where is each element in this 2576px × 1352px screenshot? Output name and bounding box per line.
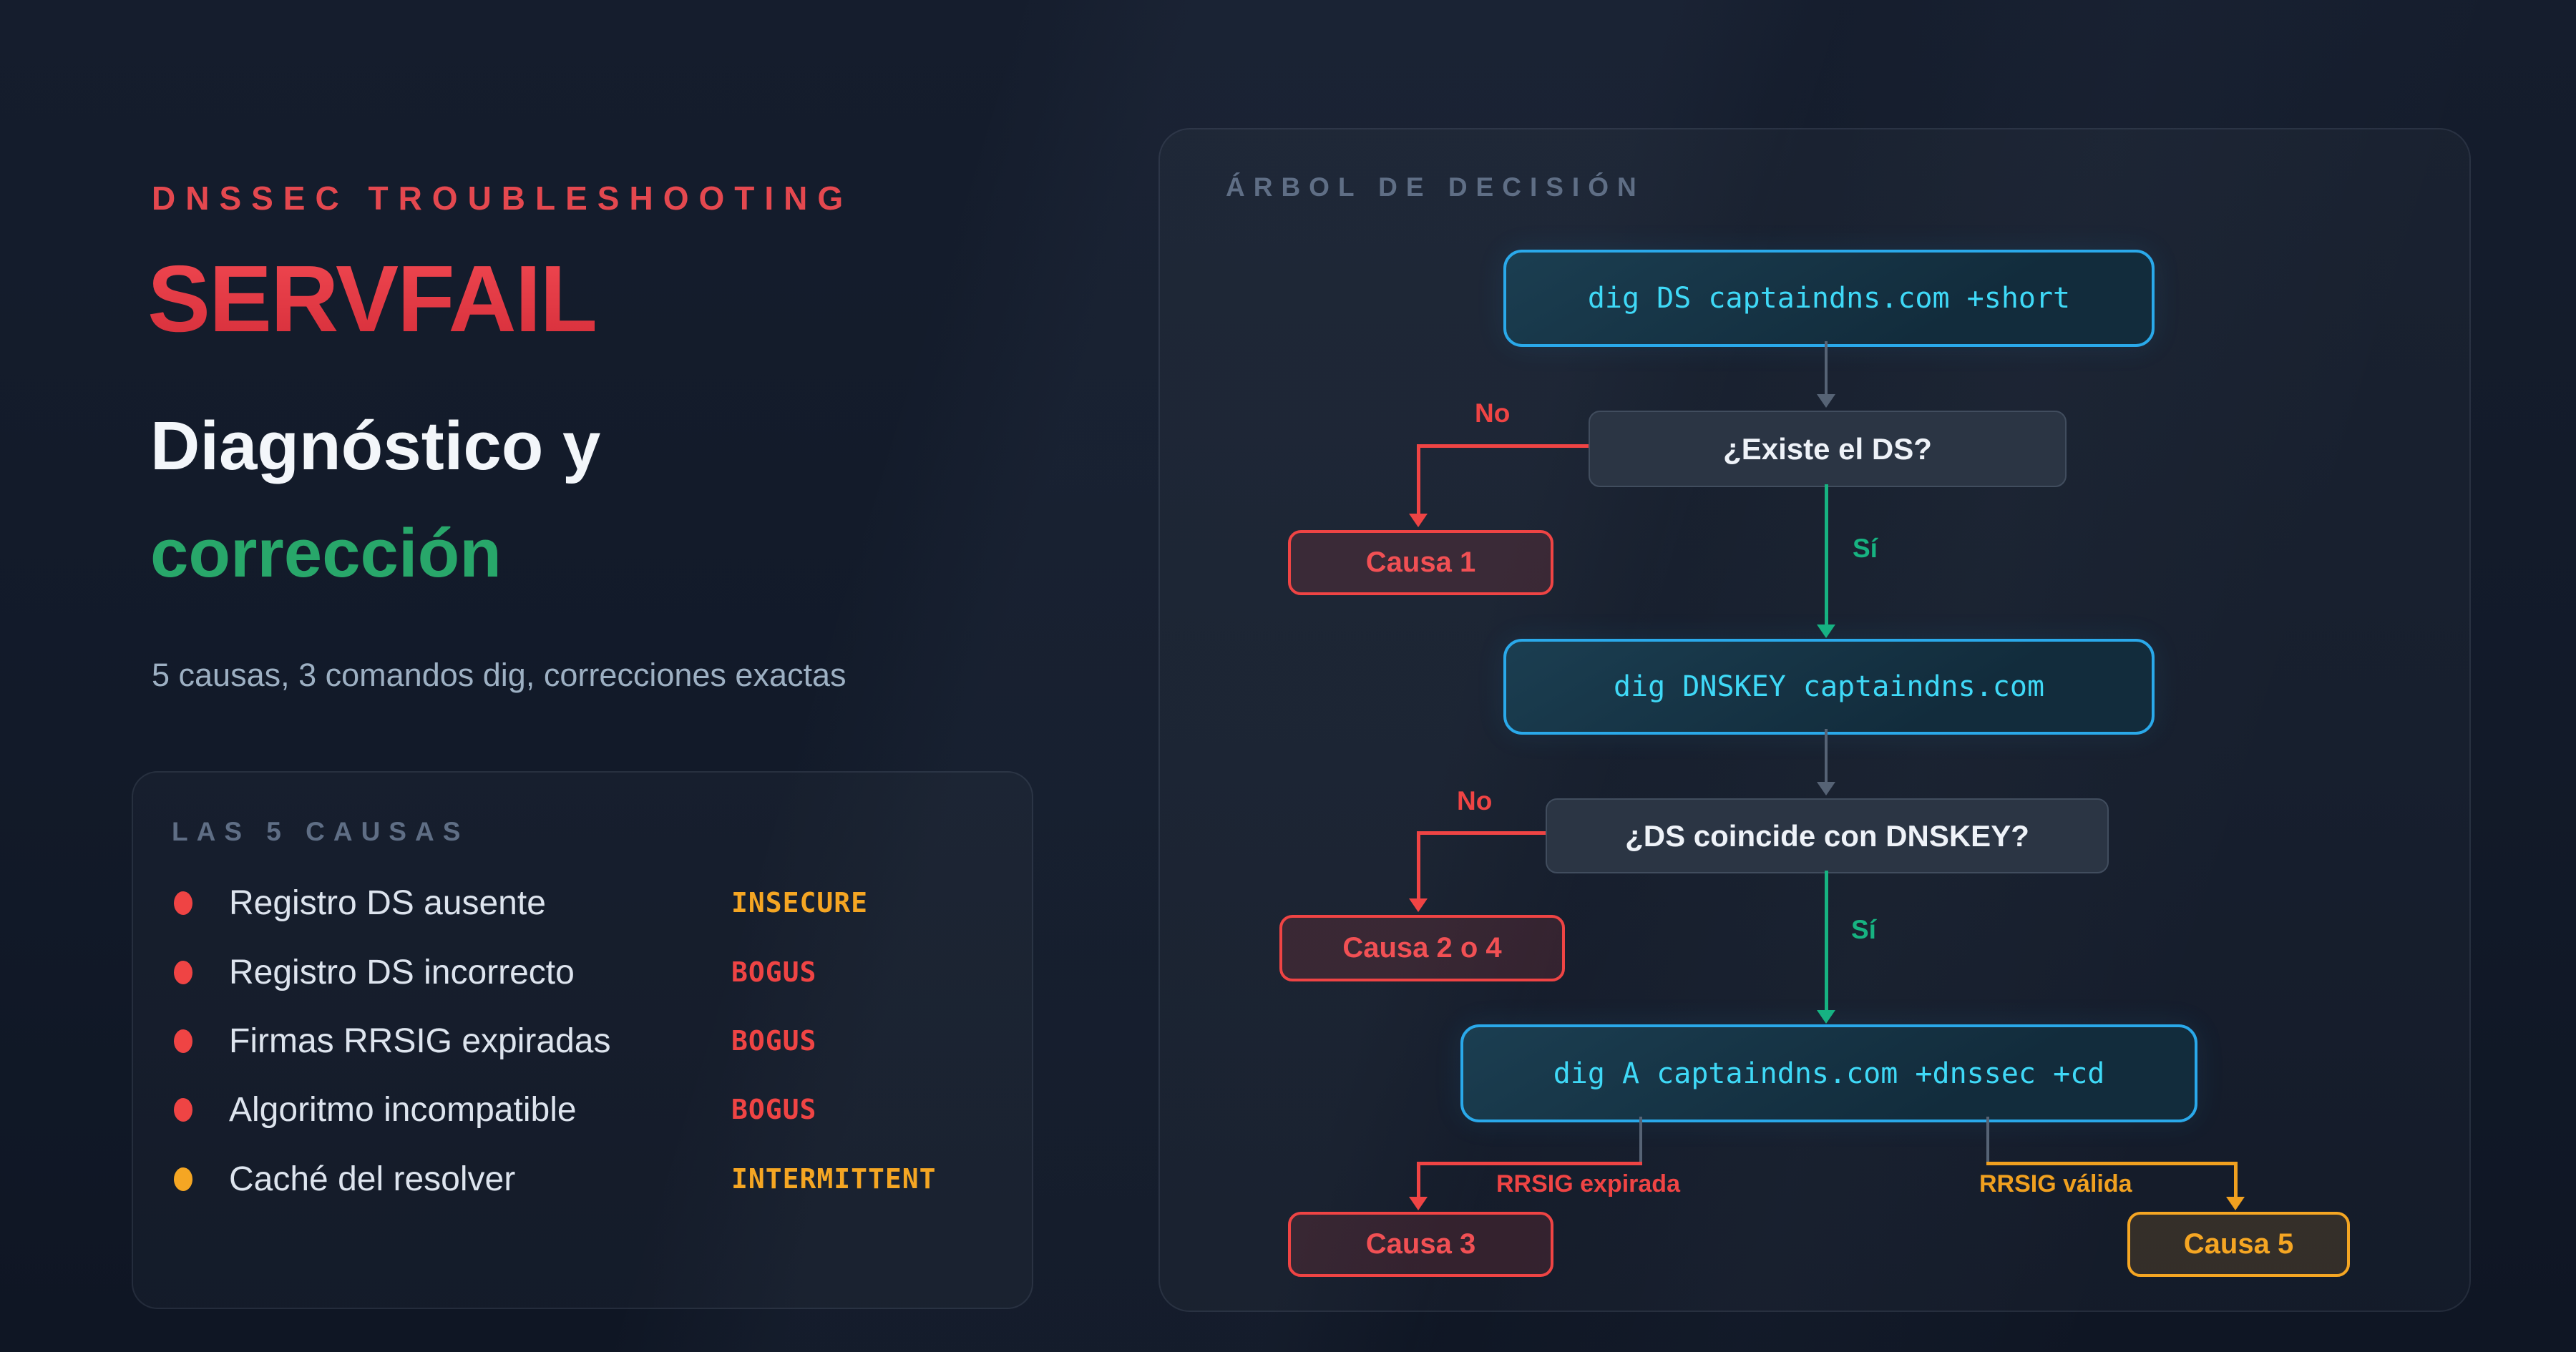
subtitle-line-2: corrección bbox=[150, 515, 502, 592]
branch-label-no: No bbox=[1457, 786, 1493, 815]
connector-line bbox=[1417, 1162, 1642, 1165]
connector-line bbox=[1825, 341, 1828, 394]
branch-label-rrsig-expirada: RRSIG expirada bbox=[1496, 1170, 1680, 1197]
cause-row-ds-ausente: Registro DS ausente INSECURE bbox=[174, 880, 996, 926]
status-badge: BOGUS bbox=[731, 956, 817, 988]
connector-line bbox=[1986, 1117, 1989, 1164]
connector-line bbox=[1417, 444, 1589, 448]
arrowhead-down-icon bbox=[1409, 1197, 1428, 1210]
branch-label-rrsig-valida: RRSIG válida bbox=[1979, 1170, 2132, 1197]
bullet-dot-icon bbox=[174, 1029, 192, 1053]
causes-panel-header: LAS 5 CAUSAS bbox=[172, 817, 469, 846]
tagline: 5 causas, 3 comandos dig, correcciones e… bbox=[152, 657, 847, 693]
arrowhead-down-icon bbox=[1409, 898, 1428, 912]
branch-label-no: No bbox=[1475, 398, 1511, 428]
cause-label: Algoritmo incompatible bbox=[229, 1090, 577, 1129]
status-badge: INSECURE bbox=[731, 887, 869, 919]
cause-label: Registro DS incorrecto bbox=[229, 953, 575, 991]
connector-line bbox=[1825, 729, 1828, 782]
status-badge: BOGUS bbox=[731, 1094, 817, 1125]
bullet-dot-icon bbox=[174, 1167, 192, 1191]
connector-line bbox=[1825, 871, 1828, 1010]
connector-line bbox=[1825, 484, 1828, 624]
flow-node-existe-ds: ¿Existe el DS? bbox=[1589, 411, 2067, 487]
arrowhead-down-icon bbox=[1817, 394, 1835, 408]
flow-node-dig-dnskey: dig DNSKEY captaindns.com bbox=[1503, 639, 2155, 735]
status-badge: BOGUS bbox=[731, 1025, 817, 1057]
branch-label-si: Sí bbox=[1851, 915, 1876, 944]
flow-node-causa-5: Causa 5 bbox=[2127, 1212, 2350, 1277]
decision-tree-panel: ÁRBOL DE DECISIÓN dig DS captaindns.com … bbox=[1158, 128, 2471, 1312]
tree-panel-header: ÁRBOL DE DECISIÓN bbox=[1226, 172, 1645, 202]
bullet-dot-icon bbox=[174, 960, 192, 984]
cause-label: Registro DS ausente bbox=[229, 883, 546, 922]
flow-node-causa-2-o-4: Causa 2 o 4 bbox=[1279, 915, 1565, 981]
connector-line bbox=[1417, 831, 1546, 835]
flow-node-ds-coincide: ¿DS coincide con DNSKEY? bbox=[1546, 798, 2109, 873]
connector-line bbox=[1639, 1117, 1642, 1164]
connector-line bbox=[1417, 1162, 1420, 1197]
arrowhead-down-icon bbox=[2226, 1197, 2245, 1210]
bullet-dot-icon bbox=[174, 1097, 192, 1122]
status-badge: INTERMITTENT bbox=[731, 1163, 937, 1195]
page-title: SERVFAIL bbox=[147, 246, 597, 351]
bullet-dot-icon bbox=[174, 891, 192, 915]
arrowhead-down-icon bbox=[1817, 782, 1835, 795]
connector-line bbox=[1417, 444, 1420, 514]
flow-node-dig-ds: dig DS captaindns.com +short bbox=[1503, 250, 2155, 347]
connector-line bbox=[1417, 831, 1420, 898]
cause-row-rrsig-expiradas: Firmas RRSIG expiradas BOGUS bbox=[174, 1018, 996, 1064]
cause-row-ds-incorrecto: Registro DS incorrecto BOGUS bbox=[174, 949, 996, 995]
flow-node-dig-a-dnssec: dig A captaindns.com +dnssec +cd bbox=[1460, 1024, 2197, 1122]
cause-label: Caché del resolver bbox=[229, 1160, 516, 1198]
connector-line bbox=[1986, 1162, 2238, 1165]
arrowhead-down-icon bbox=[1817, 624, 1835, 638]
cause-row-cache: Caché del resolver INTERMITTENT bbox=[174, 1156, 996, 1202]
arrowhead-down-icon bbox=[1817, 1010, 1835, 1024]
causes-panel: LAS 5 CAUSAS Registro DS ausente INSECUR… bbox=[132, 771, 1033, 1309]
connector-line bbox=[2234, 1162, 2238, 1197]
cause-label: Firmas RRSIG expiradas bbox=[229, 1022, 611, 1060]
branch-label-si: Sí bbox=[1853, 534, 1878, 563]
flow-node-causa-1: Causa 1 bbox=[1288, 530, 1553, 595]
cause-row-algoritmo: Algoritmo incompatible BOGUS bbox=[174, 1087, 996, 1132]
arrowhead-down-icon bbox=[1409, 514, 1428, 527]
flow-node-causa-3: Causa 3 bbox=[1288, 1212, 1553, 1277]
subtitle-line-1: Diagnóstico y bbox=[150, 408, 601, 484]
kicker-heading: DNSSEC TROUBLESHOOTING bbox=[152, 180, 854, 217]
